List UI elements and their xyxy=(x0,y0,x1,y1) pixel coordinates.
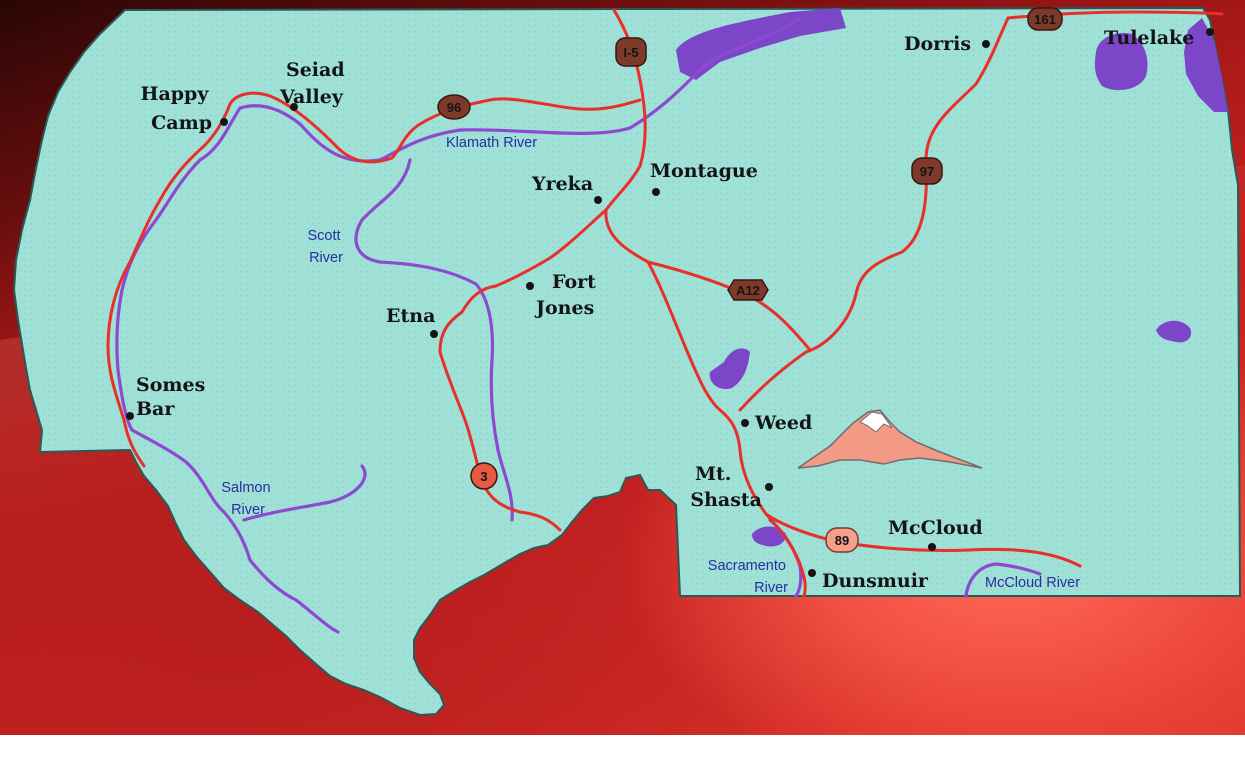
label-mccloud-river: McCloud River xyxy=(985,575,1080,591)
label-salmon-river: Salmon River xyxy=(221,480,274,518)
label-mt-shasta: Mt. Shasta xyxy=(690,463,762,511)
label-etna: Etna xyxy=(386,305,435,327)
lake-klamath-upper xyxy=(676,8,846,80)
label-dorris: Dorris xyxy=(904,33,971,55)
label-tulelake: Tulelake xyxy=(1104,27,1194,49)
shield-hwy-161: 161 xyxy=(1027,7,1063,31)
label-montague: Montague xyxy=(650,160,758,182)
road-hwy-3 xyxy=(438,208,608,532)
shield-hwy-89: 89 xyxy=(825,527,859,553)
svg-text:97: 97 xyxy=(920,164,934,179)
label-mccloud: McCloud xyxy=(888,517,983,539)
svg-text:89: 89 xyxy=(835,533,849,548)
label-fort-jones: Fort Jones xyxy=(534,271,603,319)
scott-river-line xyxy=(354,158,514,522)
road-hwy-96 xyxy=(106,91,642,468)
dot-yreka xyxy=(594,196,602,204)
label-yreka: Yreka xyxy=(531,173,593,195)
dot-seiad-valley xyxy=(290,103,298,111)
svg-text:3: 3 xyxy=(480,469,487,484)
dot-montague xyxy=(652,188,660,196)
dot-mt-shasta xyxy=(765,483,773,491)
label-weed: Weed xyxy=(754,412,812,434)
svg-text:I-5: I-5 xyxy=(623,45,638,60)
label-seiad-valley: Seiad Valley xyxy=(279,59,351,108)
svg-text:96: 96 xyxy=(447,100,461,115)
county-land xyxy=(12,6,1242,717)
mount-shasta-icon xyxy=(797,409,983,469)
dot-mccloud xyxy=(928,543,936,551)
svg-text:A12: A12 xyxy=(736,283,760,298)
dot-happy-camp xyxy=(220,118,228,126)
mccloud-river-line xyxy=(964,562,1042,598)
svg-text:161: 161 xyxy=(1034,12,1056,27)
siskiyou-county-map: Happy Camp Seiad Valley Yreka Montague D… xyxy=(12,6,1242,717)
lake-tulelake-west xyxy=(1094,32,1148,91)
town-dots xyxy=(126,28,1214,577)
shield-hwy-3: 3 xyxy=(470,462,498,490)
lake-near-weed xyxy=(709,348,750,390)
shield-hwy-96: 96 xyxy=(437,94,471,120)
lake-siskiyou xyxy=(752,526,786,547)
road-hwy-97 xyxy=(738,16,1010,412)
shield-i5: I-5 xyxy=(615,37,647,67)
road-i5 xyxy=(604,8,807,598)
road-hwy-89 xyxy=(764,512,1082,568)
label-klamath-river: Klamath River xyxy=(446,135,537,151)
dot-fort-jones xyxy=(526,282,534,290)
lake-east xyxy=(1156,320,1192,343)
label-scott-river: Scott River xyxy=(307,228,344,266)
shield-hwy-97: 97 xyxy=(911,157,943,185)
dot-tulelake xyxy=(1206,28,1214,36)
lake-tulelake-east xyxy=(1184,18,1228,112)
shield-a12: A12 xyxy=(727,279,769,301)
salmon-river-fork xyxy=(242,464,367,522)
label-somes-bar: Somes Bar xyxy=(136,374,212,420)
label-sacramento-river: Sacramento River xyxy=(708,558,790,596)
label-dunsmuir: Dunsmuir xyxy=(822,570,929,592)
klamath-river-line xyxy=(115,16,802,432)
dot-dunsmuir xyxy=(808,569,816,577)
dot-dorris xyxy=(982,40,990,48)
salmon-river-line xyxy=(130,428,340,634)
dot-etna xyxy=(430,330,438,338)
dot-somes-bar xyxy=(126,412,134,420)
dot-weed xyxy=(741,419,749,427)
label-happy-camp: Happy Camp xyxy=(141,83,216,134)
